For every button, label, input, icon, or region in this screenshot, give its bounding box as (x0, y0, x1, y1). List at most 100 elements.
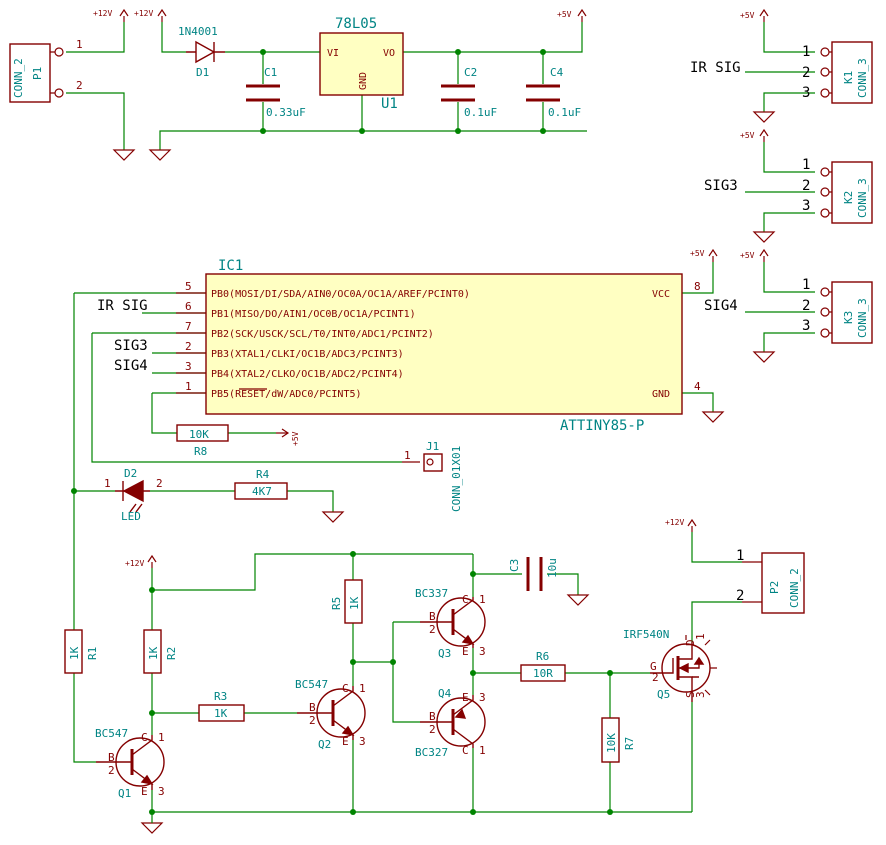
power-label-5v-k2: +5V (740, 131, 755, 140)
transistor-q4: BC327 Q4 B 2 E 3 C 1 (415, 687, 486, 759)
d1-value: 1N4001 (178, 25, 218, 38)
j1-ref: J1 (426, 440, 439, 453)
q1-n3: 3 (158, 785, 165, 798)
power-label-12v-p2: +12V (665, 518, 684, 527)
p1-value: CONN_2 (12, 58, 25, 98)
ground-symbols (112, 111, 776, 834)
r3-ref: R3 (214, 690, 227, 703)
ic1-vcc-label: VCC (652, 289, 670, 300)
q2-e: E (342, 735, 349, 748)
power-label-5v-a: +5V (557, 10, 572, 19)
c4-ref: C4 (550, 66, 564, 79)
microcontroller-ic1: IC1 ATTINY85-P 5 6 7 2 3 1 PB0(MOSI/DI/S… (97, 258, 701, 434)
u1-ref: U1 (381, 96, 398, 112)
d2-value: LED (121, 510, 141, 523)
c1-ref: C1 (264, 66, 277, 79)
k1-pin3: 3 (802, 85, 810, 101)
ic1-pin-num-2: 7 (185, 320, 192, 333)
ic1-pin-name-1: PB1(MISO/DO/AIN1/OC0B/OC1A/PCINT1) (211, 309, 416, 320)
q1-n2: 2 (108, 764, 115, 777)
q2-ref: Q2 (318, 738, 331, 751)
u1-gnd-label: GND (358, 72, 369, 90)
u1-vi-label: VI (327, 48, 339, 59)
r2-value: 1K (147, 646, 160, 660)
power-label-12v-a: +12V (93, 9, 112, 18)
resistor-r4: 4K7 R4 (234, 468, 288, 500)
resistor-r3: 1K R3 (198, 690, 245, 722)
q4-n3: 3 (479, 691, 486, 704)
r7-value: 10K (605, 733, 618, 753)
ic1-net-irsig: IR SIG (97, 298, 148, 314)
k2-pin2: 2 (802, 178, 810, 194)
capacitor-c4: C4 0.1uF (526, 66, 581, 119)
junctions (71, 49, 613, 815)
ic1-pin-name-2: PB2(SCK/USCK/SCL/T0/INT0/ADC1/PCINT2) (211, 329, 434, 340)
c1-value: 0.33uF (266, 106, 306, 119)
r1-ref: R1 (86, 647, 99, 660)
q4-n2: 2 (429, 723, 436, 736)
q5-value: IRF540N (623, 628, 669, 641)
k2-value: CONN_3 (856, 178, 869, 218)
u1-vo-label: VO (383, 48, 395, 59)
k1-pin2: 2 (802, 65, 810, 81)
r3-value: 1K (214, 707, 228, 720)
capacitor-c1: C1 0.33uF (246, 66, 306, 119)
q2-n2: 2 (309, 714, 316, 727)
k1-value: CONN_3 (856, 58, 869, 98)
capacitor-c3: C3 10u (508, 557, 559, 591)
power-label-5v-k3: +5V (740, 251, 755, 260)
k1-net-label: IR SIG (690, 60, 741, 76)
r8-ref: R8 (194, 445, 207, 458)
q4-ref: Q4 (438, 687, 452, 700)
p2-pin1: 1 (736, 548, 744, 564)
ic1-pin-name-3: PB3(XTAL1/CLKI/OC1B/ADC3/PCINT3) (211, 349, 404, 360)
k3-value: CONN_3 (856, 298, 869, 338)
q4-e: E (462, 691, 469, 704)
p1-pin2-label: 2 (76, 79, 83, 92)
d2-ref: D2 (124, 467, 137, 480)
transistor-q1: BC547 Q1 B 2 C 1 E 3 (95, 727, 165, 800)
connector-k2: 1 2 3 SIG3 K2 CONN_3 (704, 157, 873, 224)
c2-ref: C2 (464, 66, 477, 79)
resistor-r8: 10K R8 (176, 424, 229, 458)
c3-ref: C3 (508, 559, 521, 572)
q1-ref: Q1 (118, 787, 131, 800)
k2-pin3: 3 (802, 198, 810, 214)
q1-e: E (141, 785, 148, 798)
p1-pin1-label: 1 (76, 38, 83, 51)
ic1-gnd-num: 4 (694, 380, 701, 393)
ic1-pin-num-5: 1 (185, 380, 192, 393)
j1-pin: 1 (404, 449, 411, 462)
c4-value: 0.1uF (548, 106, 581, 119)
p2-value: CONN_2 (788, 568, 801, 608)
resistor-r1: 1K R1 (64, 629, 99, 674)
q2-value: BC547 (295, 678, 328, 691)
resistor-r7: 10K R7 (601, 717, 636, 763)
ic1-ref: IC1 (218, 258, 243, 274)
q3-ref: Q3 (438, 647, 451, 660)
connector-p2: 1 2 P2 CONN_2 (736, 548, 805, 614)
k2-pin1: 1 (802, 157, 810, 173)
j1-value: CONN_01X01 (450, 446, 463, 512)
q4-b: B (429, 710, 436, 723)
regulator-u1: 78L05 VI VO GND U1 (319, 16, 404, 112)
connector-k3: 1 2 3 SIG4 K3 CONN_3 (704, 277, 873, 344)
k1-pin1: 1 (802, 44, 810, 60)
connector-k1: 1 2 3 IR SIG K1 CONN_3 (690, 41, 873, 104)
q2-c: C (342, 682, 349, 695)
r7-ref: R7 (623, 737, 636, 750)
power-label-5v-k1: +5V (740, 11, 755, 20)
q1-n1: 1 (158, 731, 165, 744)
ic1-pin-num-0: 5 (185, 280, 192, 293)
p1-ref: P1 (31, 67, 44, 80)
k3-ref: K3 (842, 311, 855, 324)
q2-b: B (309, 701, 316, 714)
q3-n2: 2 (429, 623, 436, 636)
k3-net-label: SIG4 (704, 298, 738, 314)
r4-value: 4K7 (252, 485, 272, 498)
q4-c: C (462, 744, 469, 757)
q5-n2: 2 (652, 671, 659, 684)
r1-value: 1K (68, 646, 81, 660)
q1-b: B (108, 751, 115, 764)
